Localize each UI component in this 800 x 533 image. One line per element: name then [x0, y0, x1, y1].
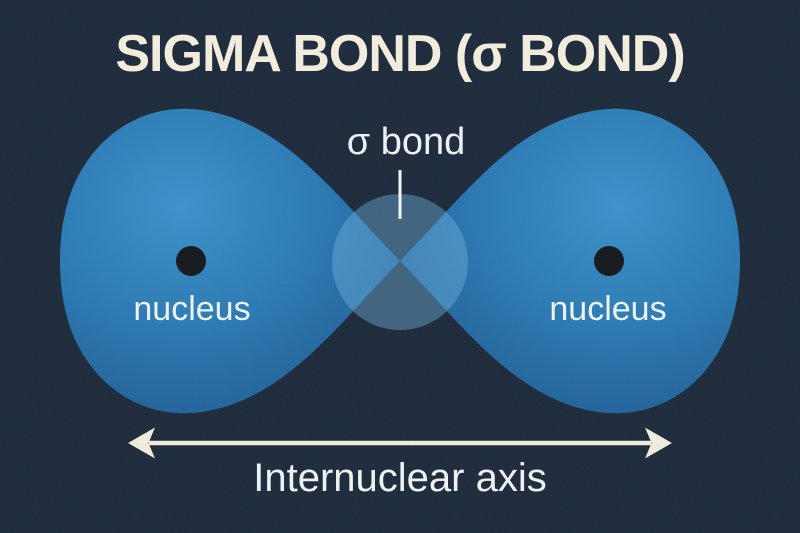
sigma-bond-label: σ bond [346, 121, 466, 163]
left-nucleus-label: nucleus [133, 290, 251, 328]
internuclear-axis-label: Internuclear axis [253, 456, 547, 500]
page-title: SIGMA BOND (σ BOND) [115, 25, 685, 83]
right-nucleus-label: nucleus [549, 290, 667, 328]
